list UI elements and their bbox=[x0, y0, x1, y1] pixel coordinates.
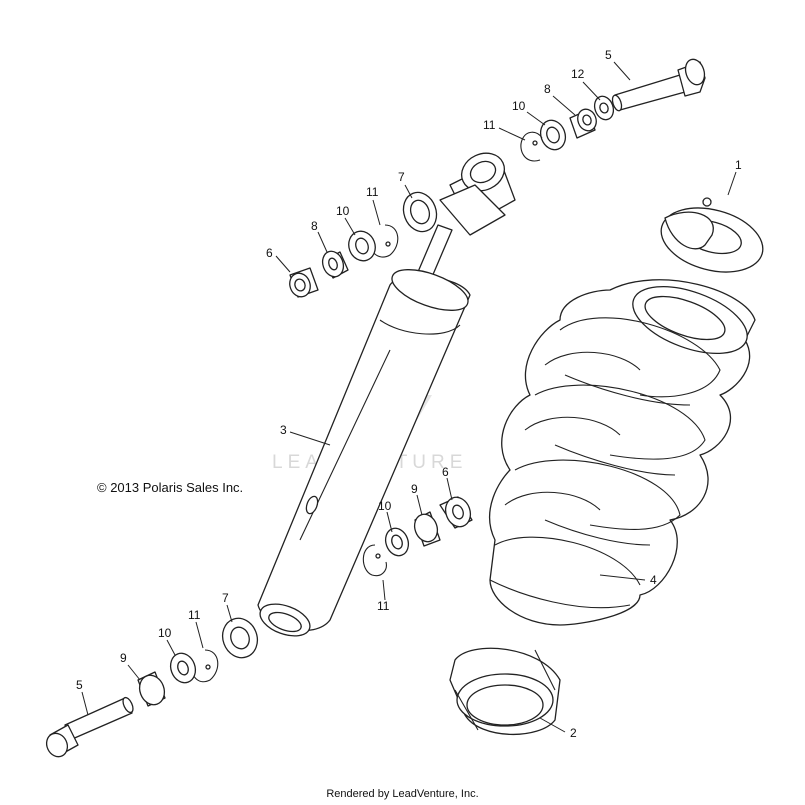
callout-10-top: 10 bbox=[512, 99, 526, 113]
bushing-6-lower bbox=[439, 496, 473, 529]
bolt-top bbox=[611, 58, 706, 112]
seal-10-top bbox=[539, 119, 567, 151]
callout-6-low: 6 bbox=[442, 465, 449, 479]
callout-11-bottom: 11 bbox=[188, 608, 201, 622]
callout-1: 1 bbox=[735, 158, 742, 172]
callout-12: 12 bbox=[571, 67, 585, 81]
shock-absorber bbox=[257, 152, 516, 637]
seal-10-lower bbox=[384, 527, 410, 557]
snap-ring-11-lower bbox=[362, 544, 387, 577]
seal-10-upper bbox=[348, 230, 376, 262]
snap-ring-11-bottom bbox=[191, 649, 219, 683]
callout-labels: 5 12 8 10 11 7 11 10 8 6 1 3 6 9 10 11 4… bbox=[76, 48, 742, 740]
callout-11-top: 11 bbox=[483, 118, 496, 132]
callout-7-top: 7 bbox=[398, 170, 405, 184]
spring-retainer-top bbox=[660, 197, 764, 273]
bushing-8-top bbox=[569, 108, 597, 139]
callout-10-mid: 10 bbox=[336, 204, 350, 218]
callout-9-low: 9 bbox=[411, 482, 418, 496]
callout-10-bottom: 10 bbox=[158, 626, 172, 640]
bushing-9-bottom bbox=[137, 671, 166, 707]
bearing-7-bottom bbox=[221, 617, 259, 659]
washer-12 bbox=[593, 95, 615, 121]
callout-8-top: 8 bbox=[544, 82, 551, 96]
snap-ring-11-top bbox=[520, 131, 543, 162]
callout-8-mid: 8 bbox=[311, 219, 318, 233]
callout-10-low: 10 bbox=[378, 499, 392, 513]
callout-11-low: 11 bbox=[377, 599, 390, 613]
bushing-6-upper bbox=[289, 267, 319, 298]
callout-5-bottom: 5 bbox=[76, 678, 83, 692]
leader-lines bbox=[81, 61, 737, 733]
spring-seat-bottom bbox=[449, 647, 561, 736]
bushing-8-upper bbox=[321, 250, 349, 279]
seal-10-bottom bbox=[169, 652, 197, 684]
callout-11-mid: 11 bbox=[366, 185, 379, 199]
coil-spring bbox=[489, 279, 756, 626]
footer-credit: Rendered by LeadVenture, Inc. bbox=[326, 788, 479, 800]
callout-6-top: 6 bbox=[266, 246, 273, 260]
callout-9-bottom: 9 bbox=[120, 651, 127, 665]
bolt-bottom bbox=[45, 696, 134, 758]
callout-4: 4 bbox=[650, 573, 657, 587]
callout-7-bottom: 7 bbox=[222, 591, 229, 605]
bushing-9-lower bbox=[413, 511, 441, 547]
callout-5-top: 5 bbox=[605, 48, 612, 62]
copyright-notice: © 2013 Polaris Sales Inc. bbox=[97, 480, 244, 495]
bearing-7-top bbox=[402, 191, 438, 233]
callout-2: 2 bbox=[570, 726, 577, 740]
callout-3: 3 bbox=[280, 423, 287, 437]
